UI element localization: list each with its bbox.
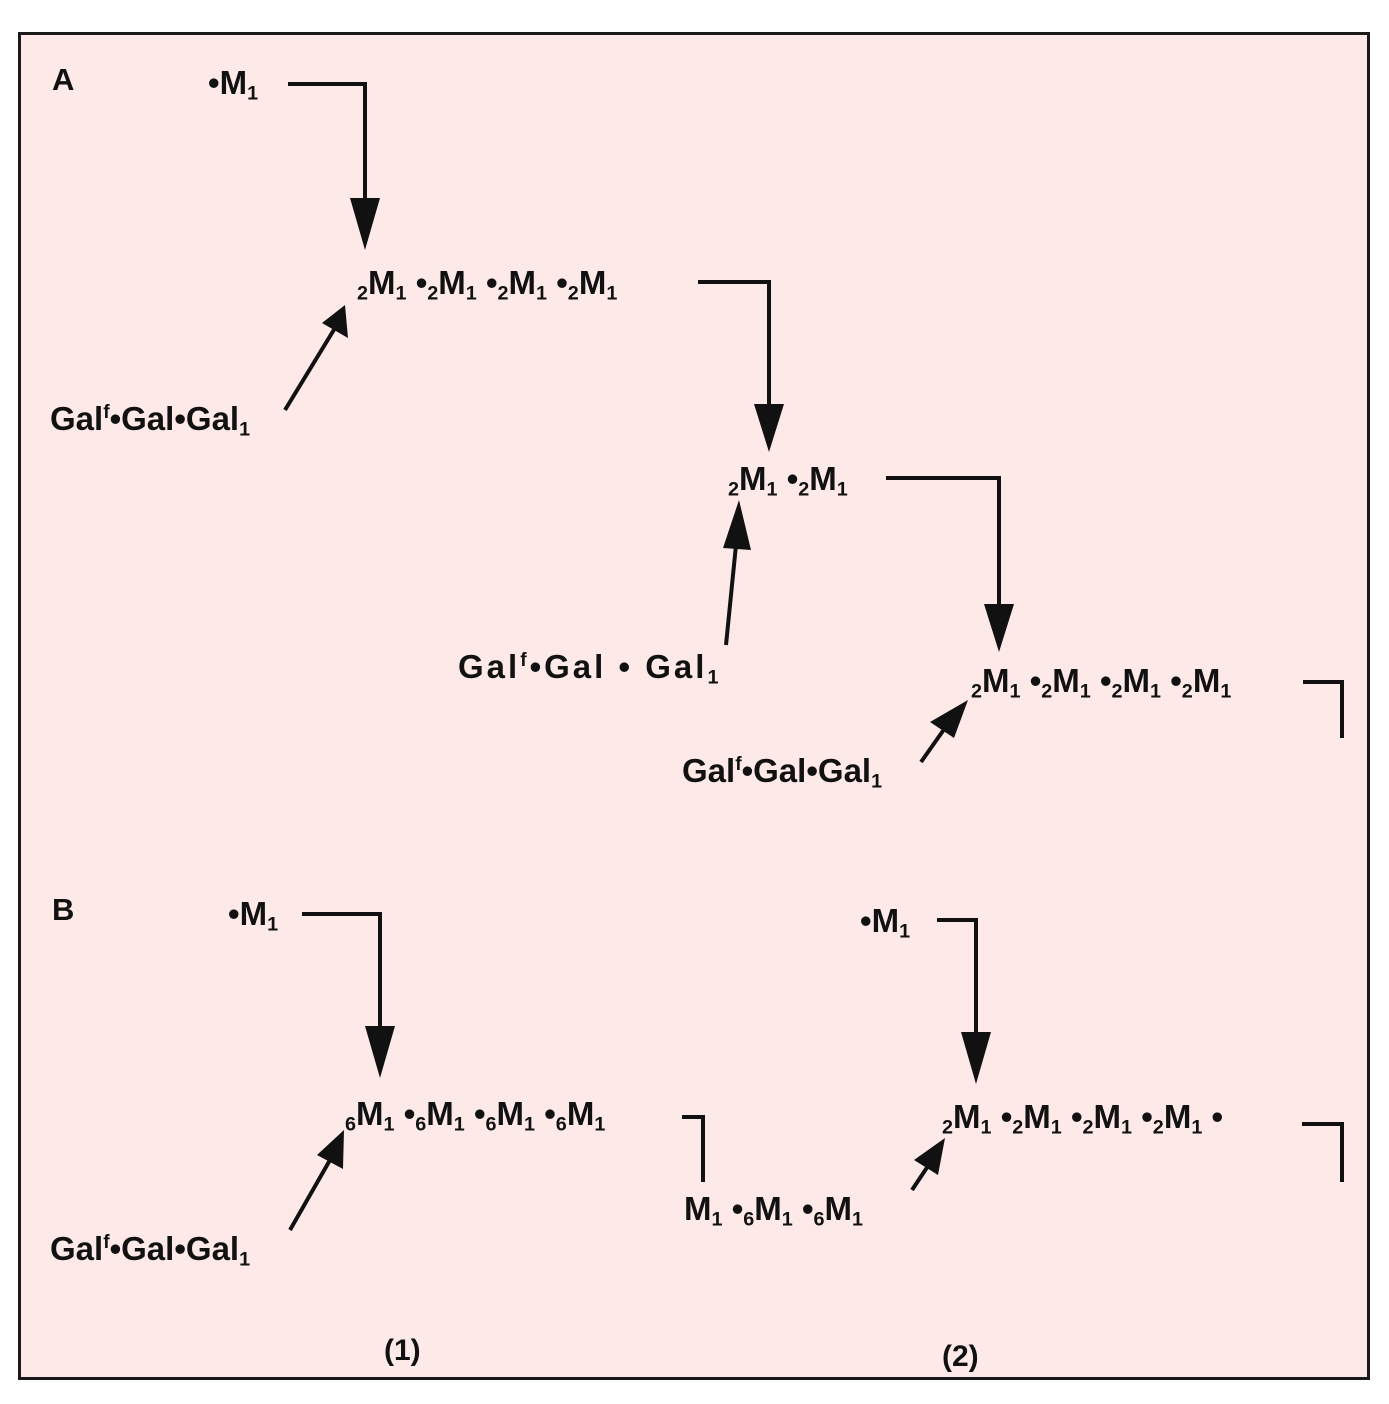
connector-a2: [698, 280, 771, 404]
arrowhead-b-galf: [317, 1130, 344, 1169]
arrowhead-a1: [350, 198, 380, 250]
panel-a-label: A: [52, 62, 75, 97]
node-b-galf: Galf•Gal•Gal1: [50, 1230, 251, 1271]
arrow-a-galf-3: [919, 726, 947, 764]
arrow-b-galf: [288, 1159, 332, 1231]
node-a-chain-1: 2M1 •2M1 •2M1 •2M1: [357, 264, 618, 305]
panel-b-label: B: [52, 892, 75, 927]
arrowhead-b-mid: [914, 1138, 945, 1175]
node-b-chain-mid: M1 •6M1 •6M1: [684, 1190, 864, 1231]
node-a-m1-top: •M1: [208, 64, 259, 105]
connector-b-end: [1302, 1122, 1344, 1182]
caption-b-1: (1): [384, 1334, 421, 1367]
arrowhead-b1: [365, 1026, 395, 1078]
connector-b2: [937, 918, 978, 1034]
connector-b1: [302, 912, 382, 1028]
node-a-galf-3: Galf•Gal•Gal1: [682, 752, 883, 793]
connector-a1: [288, 82, 367, 200]
arrow-a-galf-1: [283, 326, 337, 412]
caption-b-2: (2): [942, 1340, 979, 1373]
node-a-chain-2: 2M1 •2M1: [728, 460, 848, 501]
connector-a-end: [1303, 680, 1344, 738]
arrowhead-a3: [984, 604, 1014, 652]
node-b-m1-top-1: •M1: [228, 895, 279, 936]
node-b-m1-top-2: •M1: [860, 902, 911, 943]
arrowhead-a2: [754, 404, 784, 452]
arrowhead-a-galf-3: [930, 700, 968, 738]
node-a-galf-2: Galf•Gal • Gal1: [458, 648, 722, 689]
arrow-a-galf-2: [724, 544, 738, 646]
arrowhead-a-galf-2: [723, 500, 751, 550]
connector-a3: [886, 476, 1001, 604]
node-b-chain-1: 6M1 •6M1 •6M1 •6M1: [345, 1095, 606, 1136]
arrowhead-a-galf-1: [322, 305, 348, 338]
node-a-galf-1: Galf•Gal•Gal1: [50, 400, 251, 441]
figure-frame: [18, 32, 1370, 1380]
node-a-chain-3: 2M1 •2M1 •2M1 •2M1: [971, 662, 1232, 703]
arrowhead-b2: [961, 1032, 991, 1084]
node-b-chain-2: 2M1 •2M1 •2M1 •2M1 •: [942, 1098, 1224, 1139]
arrow-b-mid: [910, 1164, 930, 1192]
connector-b-mid: [682, 1115, 705, 1182]
